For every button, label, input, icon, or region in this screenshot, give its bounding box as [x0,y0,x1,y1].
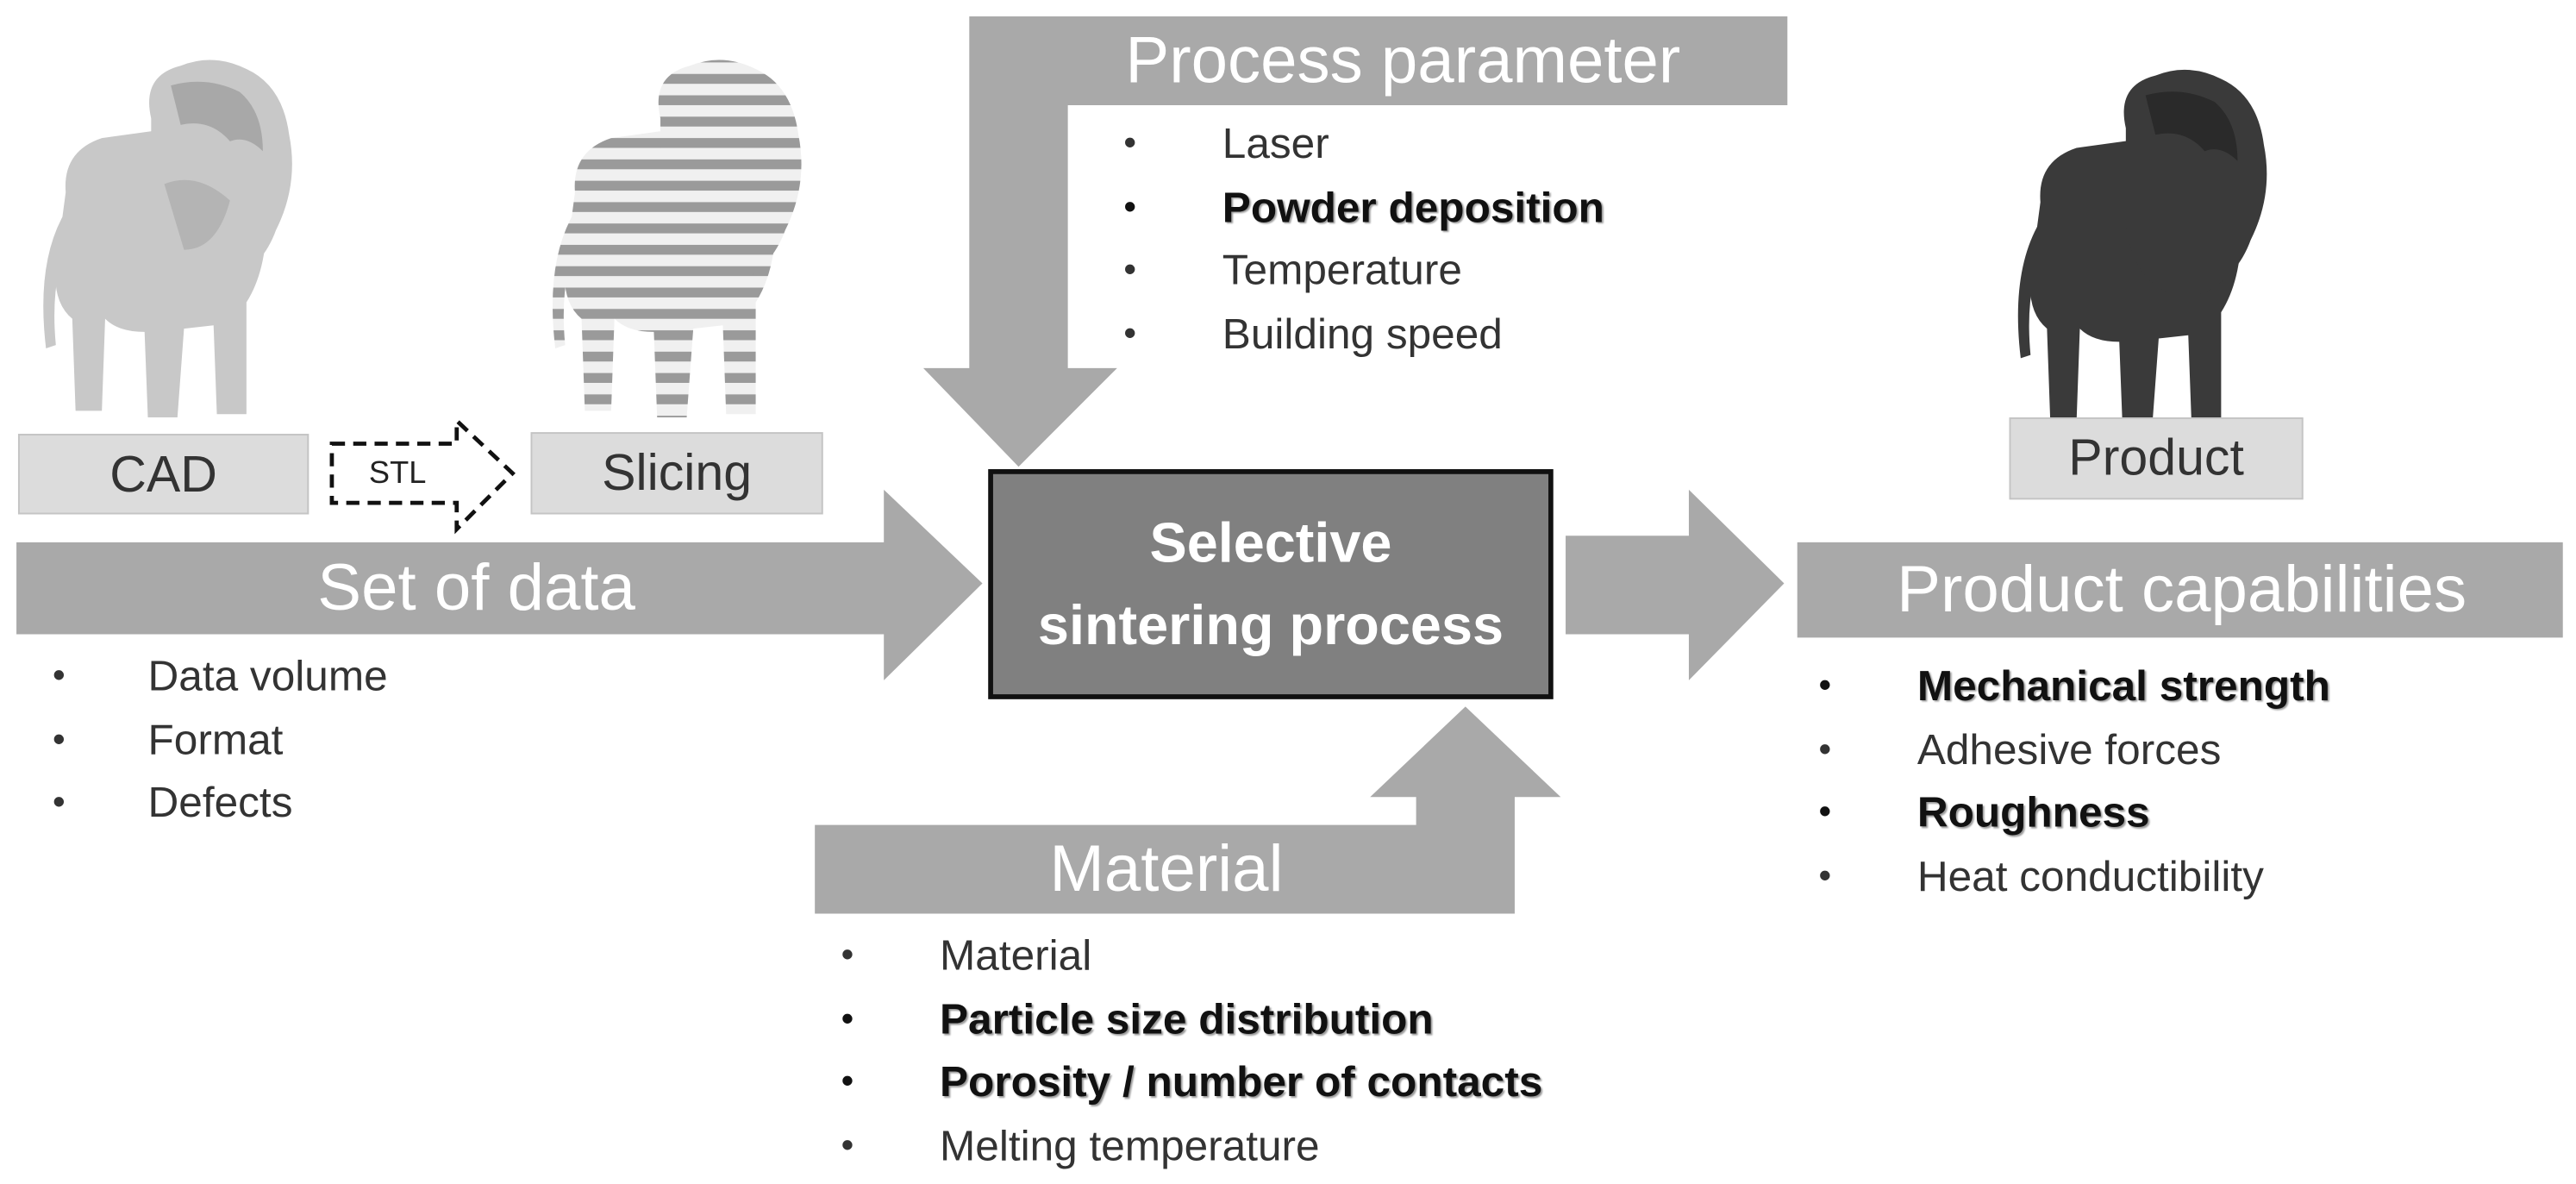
bullet-icon: • [841,996,854,1038]
list-item-text: Building speed [1222,308,1503,358]
material-arrow [815,706,1561,914]
list-item-text: Data volume [147,650,388,700]
bullet-icon: • [841,933,854,975]
bullet-icon: • [1123,185,1137,227]
bullet-icon: • [1123,122,1137,163]
process-parameter-arrow [922,16,1788,467]
output-arrow [1566,489,1785,680]
material-title: Material [1049,832,1284,905]
set-of-data-title: Set of data [317,551,635,624]
stl-arrow [329,416,516,535]
product-capabilities-bar [1797,542,2563,638]
list-item-text: Roughness [1916,786,2150,836]
list-item-text: Porosity / number of contacts [940,1056,1543,1106]
list-item-text: Format [147,713,284,764]
bullet-icon: • [1818,727,1832,768]
list-item-text: Temperature [1222,244,1462,295]
bullet-icon: • [1818,853,1832,895]
list-item-text: Melting temperature [940,1119,1320,1169]
sintering-process-box [988,469,1554,699]
cad-lion-image [43,60,292,418]
center-title-line2: sintering process [1037,593,1504,657]
bullet-icon: • [841,1123,854,1165]
bullet-icon: • [1123,311,1137,353]
list-item-text: Particle size distribution [940,993,1434,1043]
bullet-icon: • [1123,247,1137,290]
sintering-process-title: Selective sintering process [991,472,1551,697]
bullet-icon: • [52,780,66,822]
list-item-text: Laser [1222,118,1329,168]
product-label: Product [2009,417,2304,500]
list-item-text: Mechanical strength [1916,661,2330,711]
list-item-text: Heat conductibility [1916,850,2264,900]
center-title-line1: Selective [1149,511,1392,575]
list-item-text: Adhesive forces [1916,724,2222,774]
list-item-text: Powder deposition [1222,181,1604,231]
process-parameter-title: Process parameter [1125,23,1681,97]
product-capabilities-title: Product capabilities [1897,553,2467,626]
product-lion-image [2017,69,2267,428]
list-item-text: Defects [147,777,293,827]
bullet-icon: • [52,654,66,696]
slicing-label: Slicing [530,432,823,515]
stl-label: STL [368,456,427,492]
sliced-lion-image [509,19,838,431]
list-item-text: Material [940,930,1092,980]
bullet-icon: • [1818,790,1832,832]
bullet-icon: • [52,717,66,759]
cad-label: CAD [17,434,309,515]
set-of-data-arrow [16,489,983,680]
bullet-icon: • [841,1060,854,1101]
bullet-icon: • [1818,663,1832,705]
